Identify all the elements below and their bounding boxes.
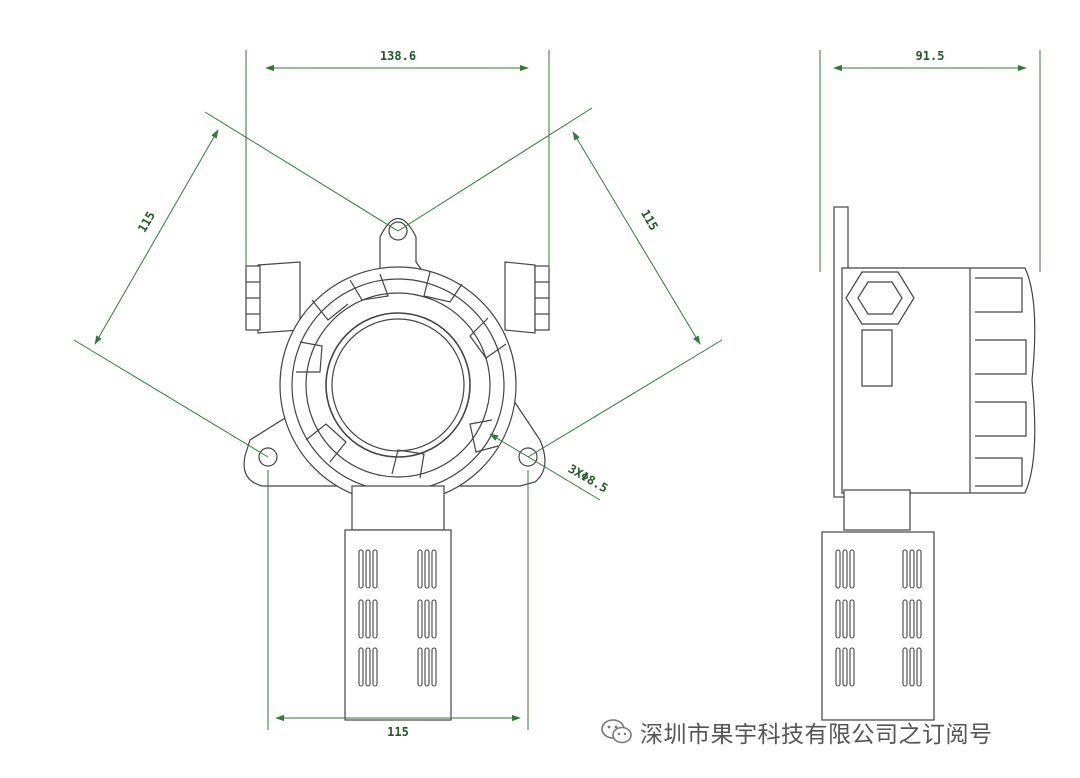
dim-hole-callout: 3XΦ8.5 (566, 462, 611, 496)
dim-right-diagonal-line (572, 131, 701, 345)
side-view (821, 206, 1036, 721)
dim-side-depth: 91.5 (916, 49, 945, 63)
dim-left-diagonal-line (94, 129, 219, 345)
front-view (243, 218, 550, 721)
right-mounting-hole (518, 447, 538, 467)
housing-ring-3 (305, 292, 491, 478)
left-mounting-hole (258, 447, 278, 467)
sensor-neck (351, 485, 445, 531)
top-mounting-hole (388, 221, 408, 241)
housing-outer (279, 266, 517, 504)
side-sensor-neck (843, 489, 911, 531)
hole-leader (489, 433, 601, 501)
front-sensor-slots (358, 549, 437, 687)
sensor-head (344, 529, 452, 721)
dim-left-diagonal: 115 (135, 209, 158, 235)
dimension-lines (73, 50, 1041, 730)
side-cable-gland (845, 271, 915, 325)
side-sensor-head (821, 531, 935, 721)
side-sensor-slots (835, 549, 922, 687)
dim-bottom-width: 115 (387, 725, 409, 739)
display-window (325, 312, 471, 458)
watermark-text: 深圳市果宇科技有限公司之订阅号 (640, 722, 993, 748)
dim-front-width: 138.6 (380, 49, 416, 63)
wechat-icon (601, 719, 632, 744)
dim-right-diagonal: 115 (638, 207, 661, 233)
watermark: 深圳市果宇科技有限公司之订阅号 (600, 716, 993, 748)
